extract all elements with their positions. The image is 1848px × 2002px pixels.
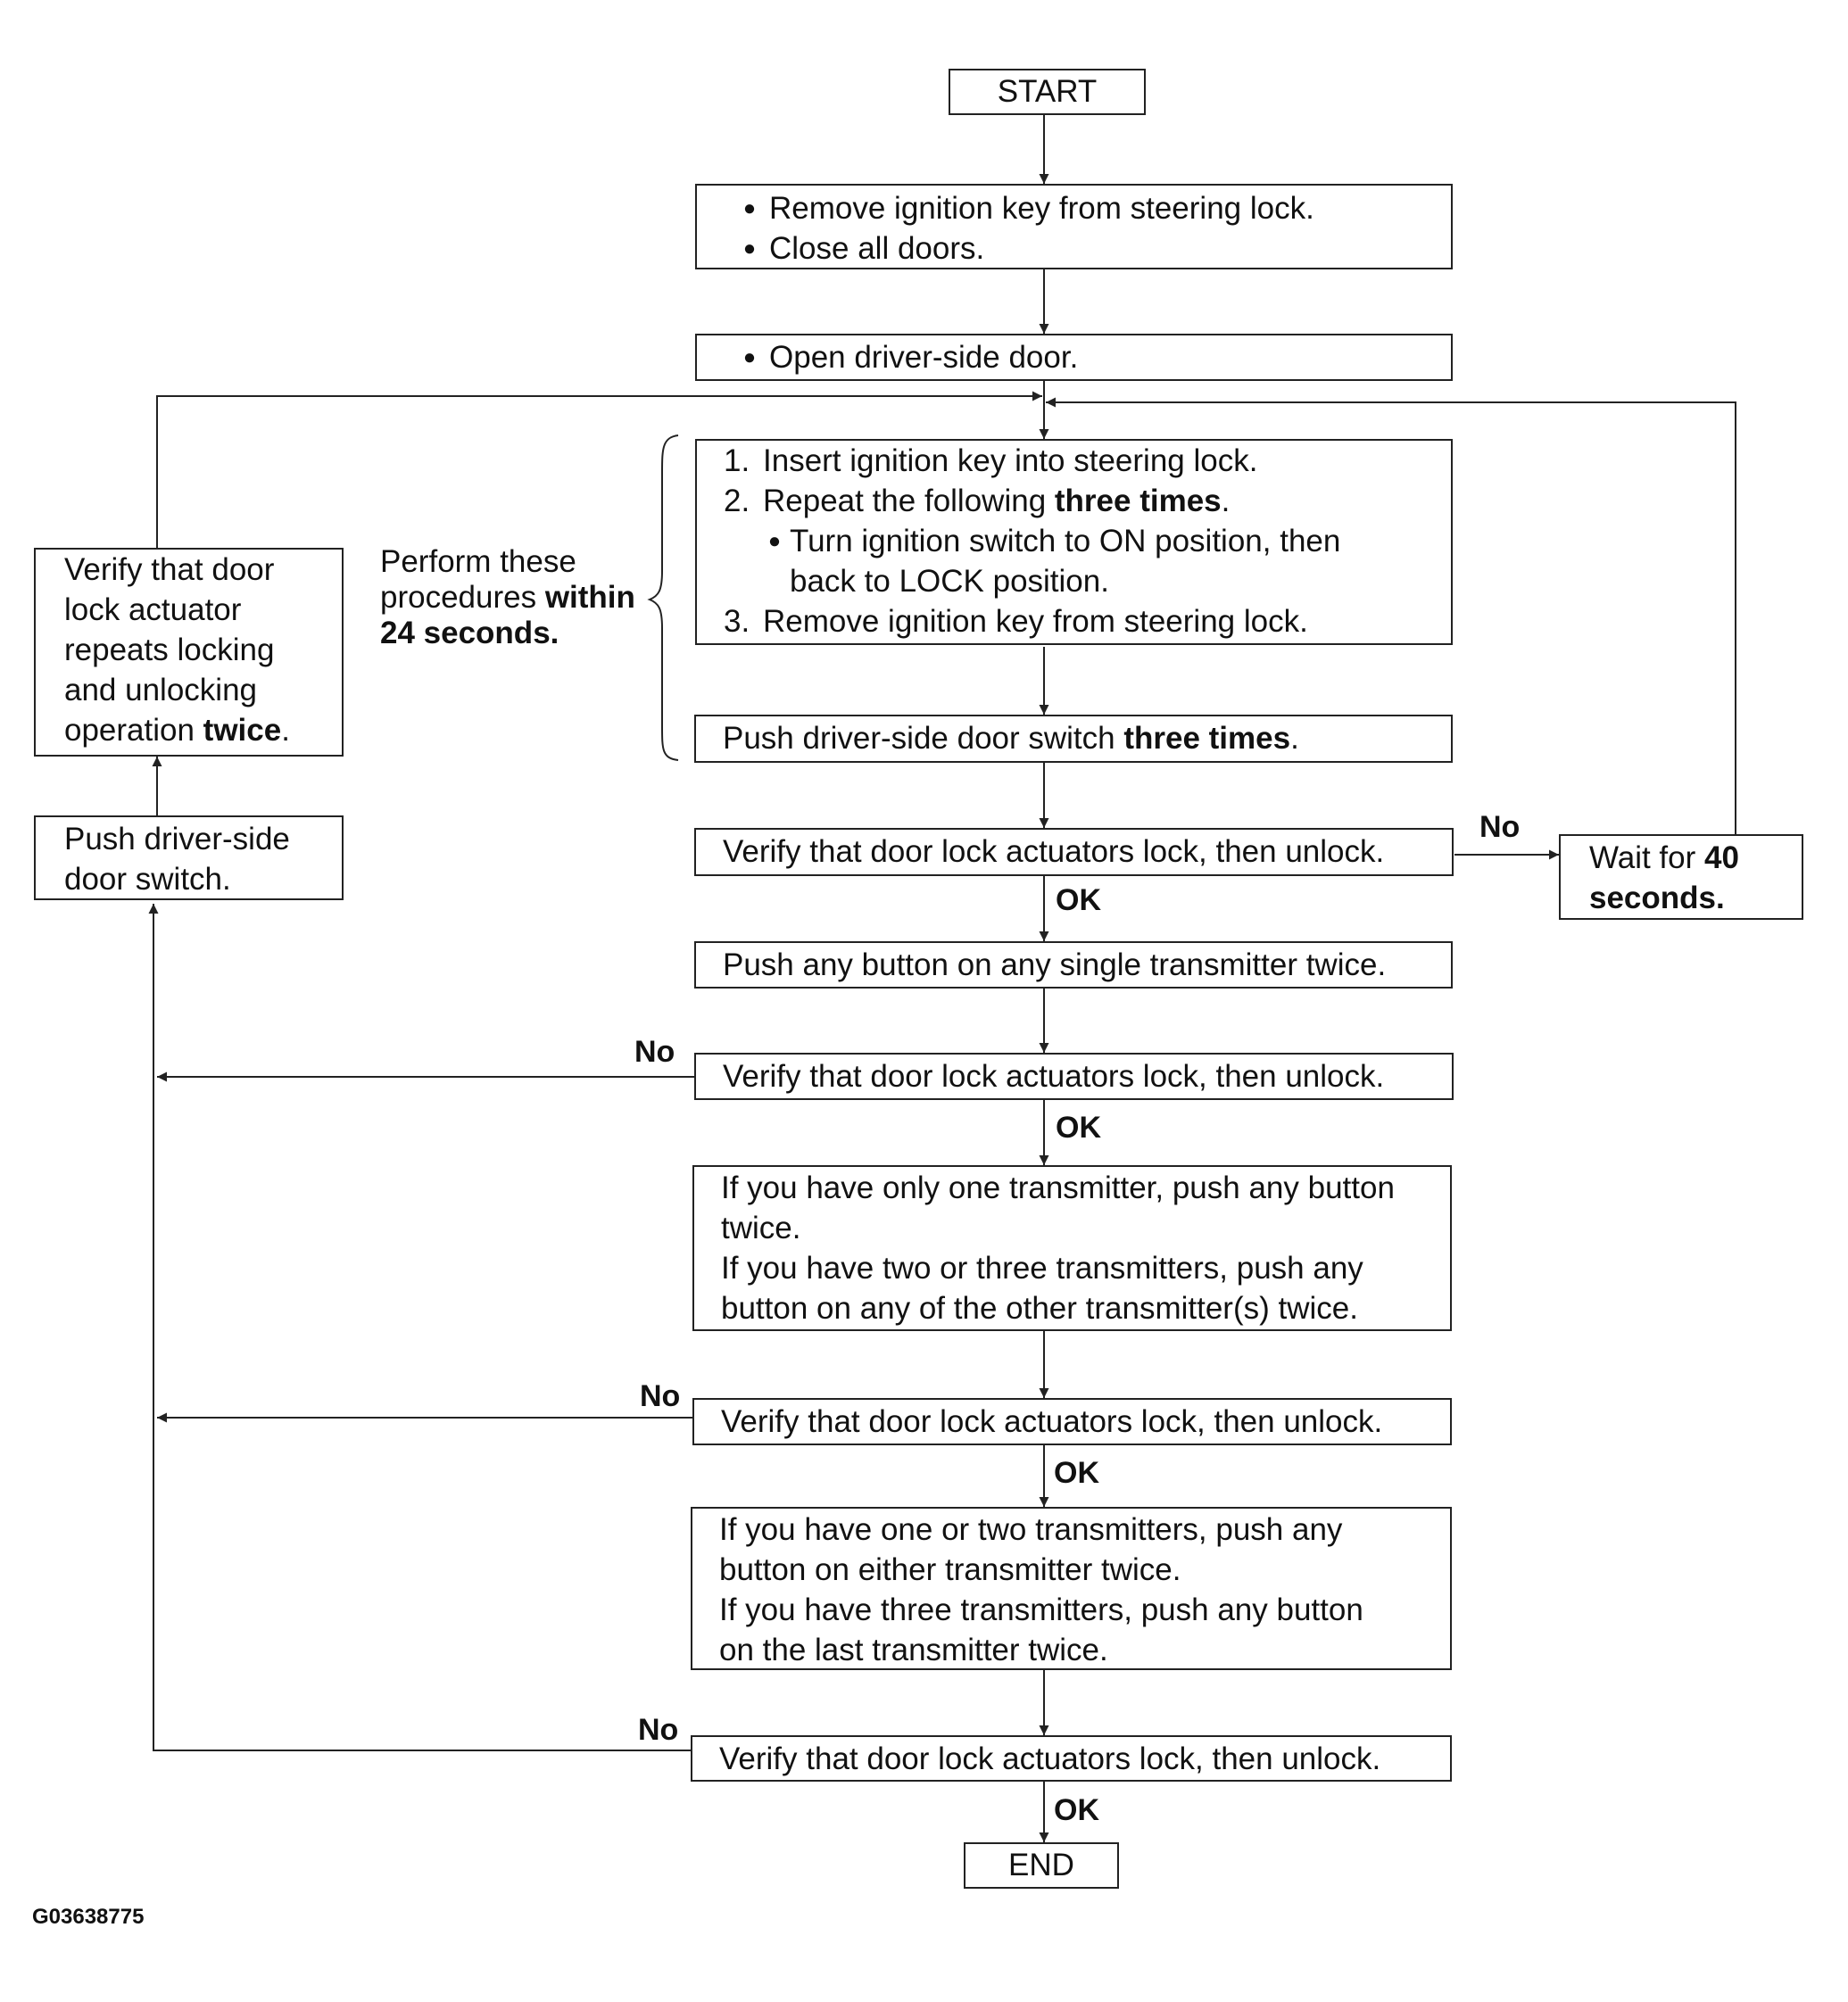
loop-wait-back (1046, 397, 1736, 834)
step-prepare: ● Remove ignition key from steering lock.… (695, 184, 1453, 269)
time-note-line-1: Perform these (380, 544, 576, 579)
key-item-3-text: Remove ignition key from steering lock. (763, 604, 1308, 639)
step-open-door: ● Open driver-side door. (695, 334, 1453, 381)
third-tx-line-4: on the last transmitter twice. (719, 1633, 1108, 1667)
open-door-text: Open driver-side door. (769, 340, 1079, 375)
time-limit-note: Perform these procedures within 24 secon… (380, 544, 635, 651)
left-verify-line-3: repeats locking (64, 633, 275, 667)
bullet-icon: ● (742, 345, 757, 369)
step-push-any-button: Push any button on any single transmitte… (694, 941, 1453, 989)
key-item-2-text: Repeat the following (763, 484, 1055, 518)
time-note-line-2: procedures within (380, 580, 635, 616)
verify-1-text: Verify that door lock actuators lock, th… (723, 834, 1385, 869)
step-ignition-key: 1. Insert ignition key into steering lock… (695, 439, 1453, 645)
wait-line-2: seconds. (1589, 878, 1802, 918)
third-tx-line-2: button on either transmitter twice. (719, 1552, 1181, 1587)
wait-bold-unit: seconds. (1589, 881, 1725, 915)
push-switch-end: . (1290, 721, 1299, 756)
step-push-door-switch: Push driver-side door switch three times… (694, 715, 1453, 763)
key-number-2: 2. (724, 484, 750, 518)
second-tx-line-2: twice. (721, 1211, 801, 1245)
wait-text: Wait for (1589, 840, 1704, 875)
bullet-icon: ● (742, 196, 757, 220)
brace-bracket (647, 434, 679, 761)
end-terminal: END (964, 1842, 1119, 1889)
label-ok-1: OK (1056, 883, 1101, 917)
wait-bold-number: 40 (1704, 840, 1739, 875)
prepare-bullet-2: Close all doors. (769, 231, 985, 266)
label-ok-4: OK (1054, 1793, 1099, 1827)
step-left-push-switch: Push driver-side door switch. (34, 815, 344, 900)
label-ok-3: OK (1054, 1456, 1099, 1490)
start-label: START (997, 74, 1098, 109)
step-left-verify-repeat: Verify that door lock actuator repeats l… (34, 548, 344, 757)
key-number-3: 3. (724, 604, 750, 639)
left-verify-line-5: operation twice. (64, 710, 342, 750)
label-no-verify-2: No (634, 1035, 675, 1069)
time-note-line-2-text: procedures (380, 580, 545, 615)
key-item-1: 1. Insert ignition key into steering lock… (724, 441, 1451, 481)
step-verify-3: Verify that door lock actuators lock, th… (692, 1398, 1452, 1445)
step-verify-1: Verify that door lock actuators lock, th… (694, 828, 1454, 876)
key-sub-2-text: back to LOCK position. (790, 564, 1109, 599)
bullet-icon: ● (742, 236, 757, 261)
second-tx-line-3: If you have two or three transmitters, p… (721, 1251, 1363, 1286)
verify-4-text: Verify that door lock actuators lock, th… (719, 1741, 1381, 1776)
left-push-line-1: Push driver-side (64, 822, 290, 856)
second-tx-line-1: If you have only one transmitter, push a… (721, 1171, 1395, 1205)
label-no-verify-4: No (638, 1713, 679, 1747)
push-switch-text: Push driver-side door switch (723, 721, 1124, 756)
key-item-2-bold: three times (1054, 484, 1222, 518)
third-tx-line-3: If you have three transmitters, push any… (719, 1592, 1363, 1627)
wait-line-1: Wait for 40 (1589, 838, 1802, 878)
left-verify-line-5-text: operation (64, 713, 203, 748)
line-no-verify4 (148, 904, 691, 1751)
key-sub-1: ● Turn ignition switch to ON position, th… (724, 521, 1451, 561)
open-door-row: ● Open driver-side door. (730, 337, 1451, 377)
bullet-icon: ● (767, 529, 782, 553)
left-verify-line-1: Verify that door (64, 552, 275, 587)
push-switch-row: Push driver-side door switch three times… (723, 718, 1451, 758)
label-ok-2: OK (1056, 1111, 1101, 1145)
key-item-1-text: Insert ignition key into steering lock. (763, 443, 1258, 478)
verify-3-text: Verify that door lock actuators lock, th… (721, 1404, 1383, 1439)
key-item-2: 2. Repeat the following three times. (724, 481, 1451, 521)
left-verify-line-5-end: . (281, 713, 290, 748)
key-item-2-end: . (1221, 484, 1231, 518)
step-second-transmitter: If you have only one transmitter, push a… (692, 1165, 1452, 1331)
label-no-wait: No (1479, 810, 1521, 844)
key-sub-1-text: Turn ignition switch to ON position, the… (790, 524, 1341, 558)
push-switch-bold: three times (1123, 721, 1291, 756)
prepare-row-1: ● Remove ignition key from steering lock. (730, 188, 1451, 228)
prepare-bullet-1: Remove ignition key from steering lock. (769, 191, 1314, 226)
time-note-line-3: 24 seconds. (380, 616, 635, 651)
step-verify-2: Verify that door lock actuators lock, th… (694, 1053, 1454, 1100)
time-note-line-2-bold: within (544, 580, 635, 615)
step-wait: Wait for 40 seconds. (1559, 834, 1803, 920)
step-third-transmitter: If you have one or two transmitters, pus… (691, 1507, 1452, 1670)
start-terminal: START (949, 69, 1146, 115)
key-item-3: 3. Remove ignition key from steering lock… (724, 601, 1451, 641)
left-verify-line-2: lock actuator (64, 592, 242, 627)
push-any-text: Push any button on any single transmitte… (723, 947, 1387, 982)
label-no-verify-3: No (640, 1379, 681, 1413)
prepare-row-2: ● Close all doors. (730, 228, 1451, 269)
second-tx-line-4: button on any of the other transmitter(s… (721, 1291, 1358, 1326)
left-verify-line-4: and unlocking (64, 673, 257, 707)
key-sub-2: back to LOCK position. (724, 561, 1451, 601)
step-verify-4: Verify that door lock actuators lock, th… (691, 1735, 1452, 1782)
verify-2-text: Verify that door lock actuators lock, th… (723, 1059, 1385, 1094)
figure-code: G03638775 (32, 1905, 145, 1929)
time-note-line-3-bold: 24 seconds. (380, 616, 559, 650)
loop-left-back (156, 391, 1042, 548)
left-verify-line-5-bold: twice (203, 713, 282, 748)
end-label: END (1008, 1848, 1074, 1882)
third-tx-line-1: If you have one or two transmitters, pus… (719, 1512, 1343, 1547)
key-number-1: 1. (724, 443, 750, 478)
left-push-line-2: door switch. (64, 862, 231, 897)
